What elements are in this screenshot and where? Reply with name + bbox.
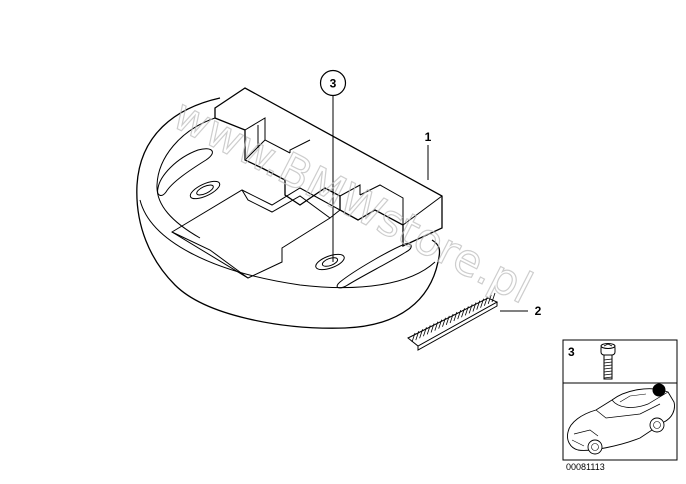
diagram-number: 00081113 bbox=[566, 462, 605, 472]
tray-inner-surface bbox=[156, 117, 216, 239]
tray-rim bbox=[139, 199, 436, 289]
callout-3-circle bbox=[319, 69, 347, 97]
inset-panel: 3 bbox=[562, 339, 678, 461]
callout-1: 1 bbox=[425, 130, 432, 144]
bolt-icon bbox=[600, 343, 616, 380]
inset-item-label: 3 bbox=[568, 345, 575, 359]
callouts: 3 1 2 bbox=[319, 69, 542, 318]
location-marker bbox=[652, 383, 666, 397]
tray-recess bbox=[171, 187, 341, 279]
car-icon bbox=[567, 383, 675, 455]
callout-3: 3 bbox=[330, 77, 337, 91]
tray-groove-right bbox=[336, 243, 412, 289]
bolt-slot-left bbox=[189, 180, 221, 200]
foam-tray-part bbox=[136, 87, 443, 329]
strip-hatching bbox=[411, 292, 496, 343]
bolt-slot-center bbox=[315, 253, 345, 271]
watermark: www.BMWstore.pl bbox=[165, 89, 540, 314]
callout-2: 2 bbox=[535, 304, 542, 318]
tray-groove-left bbox=[157, 148, 213, 196]
bolt-thread bbox=[603, 358, 613, 379]
tray-outline bbox=[136, 97, 441, 329]
adhesive-strip-part bbox=[407, 292, 499, 351]
leader-lines bbox=[332, 96, 528, 312]
